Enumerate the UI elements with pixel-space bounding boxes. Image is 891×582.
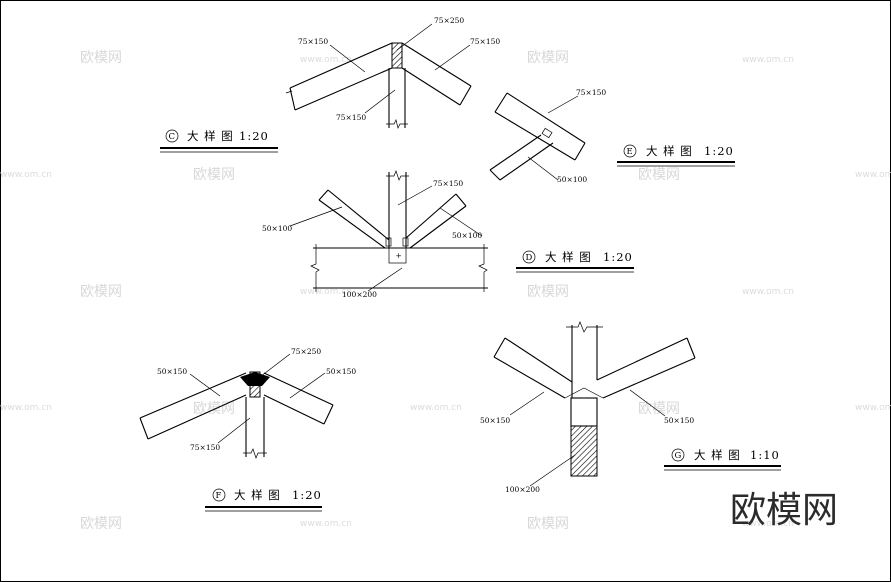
break-mark: [478, 244, 488, 292]
brace-edge: [499, 142, 554, 181]
dim-label: 75×150: [336, 113, 366, 122]
detail-scale: 1:20: [603, 250, 633, 264]
dim-label: 75×150: [576, 88, 606, 97]
joint-block: [388, 247, 407, 264]
detail-tag: F: [216, 491, 222, 501]
dim-label: 100×200: [505, 485, 540, 494]
column-section: [570, 425, 598, 477]
rafter-edge: [494, 111, 576, 161]
detail-e: 75×150 50×100 E 大 样 图 1:20: [489, 88, 735, 184]
rafter-edge: [147, 394, 247, 440]
strut-edge: [405, 193, 457, 239]
detail-title: 大 样 图: [646, 144, 693, 158]
strut-edge: [327, 189, 390, 241]
detail-f: 75×250 50×150 50×150 75×150 F 大 样 图 1:20: [139, 347, 356, 512]
break-mark: [566, 321, 603, 333]
watermark-text: 欧模网: [80, 516, 122, 532]
detail-c: 75×250 75×150 75×150 75×150 C 大 样 图 1:20: [160, 16, 500, 153]
detail-scale: 1:20: [292, 488, 322, 502]
watermark-url: www.om.cn: [300, 55, 352, 65]
rafter-edge: [401, 42, 472, 87]
detail-tag: C: [169, 132, 176, 142]
strut-edge: [409, 205, 467, 249]
detail-title: 大 样 图: [694, 448, 741, 462]
ridge-beam: [391, 42, 403, 69]
rafter-edge: [506, 92, 586, 144]
dim-label: 50×150: [326, 367, 356, 376]
ridge-beam: [249, 371, 261, 398]
watermark-url: www.om.cn: [742, 287, 794, 297]
detail-scale: 1:10: [750, 448, 780, 462]
dim-label: 50×150: [480, 416, 510, 425]
watermark-url: www.om.cn: [300, 519, 352, 529]
dim-label: 50×100: [262, 224, 292, 233]
rafter-edge: [289, 42, 393, 89]
rafter-edge: [263, 394, 325, 425]
detail-scale: 1:20: [239, 129, 269, 143]
watermark-url: www.om.cn: [0, 170, 52, 180]
rafter-end: [459, 85, 472, 106]
watermark-url: www.om.cn: [742, 519, 794, 529]
detail-title: 大 样 图: [187, 129, 234, 143]
strut-edge: [596, 337, 688, 381]
brace-edge: [489, 134, 542, 171]
watermark-text: 欧模网: [80, 284, 122, 300]
detail-tag-circle: [623, 144, 637, 158]
watermark-text: 欧模网: [527, 516, 569, 532]
detail-d: + 75×150 50×100 50×100 100×200 D 大 样 图 1…: [262, 169, 634, 299]
dim-label: 75×150: [190, 443, 220, 452]
watermark-text: 欧模网: [638, 167, 680, 183]
detail-tag-circle: [522, 250, 536, 264]
detail-tag-circle: [165, 129, 179, 143]
joint-block: [570, 397, 598, 427]
watermark-text: 欧模网: [193, 167, 235, 183]
detail-tag-circle: [212, 488, 226, 502]
break-mark: [243, 448, 267, 460]
rafter-edge: [401, 67, 461, 106]
watermark-url: www.om.cn: [300, 287, 352, 297]
detail-tag: G: [675, 451, 682, 461]
joint-block: [541, 127, 553, 139]
dim-label: 75×250: [434, 16, 464, 25]
dim-label: 75×150: [298, 37, 328, 46]
break-mark: [386, 169, 409, 181]
dim-label: 50×150: [664, 416, 694, 425]
dim-label: 75×150: [470, 37, 500, 46]
dim-label: 50×100: [557, 175, 587, 184]
watermark-url: www.om.cn: [410, 403, 462, 413]
dim-label: 100×200: [342, 290, 377, 299]
detail-g: 50×150 50×150 100×200 G 大 样 图 1:10: [480, 321, 781, 494]
watermark-text: 欧模网: [638, 401, 680, 417]
strut-edge: [493, 356, 566, 399]
watermark-text: 欧模网: [527, 284, 569, 300]
rafter-edge: [139, 372, 247, 419]
watermark-text: 欧模网: [527, 50, 569, 66]
strut-edge: [504, 337, 573, 383]
dim-label: 50×100: [452, 231, 482, 240]
detail-tag: E: [627, 147, 633, 157]
watermark-text: 欧模网: [80, 50, 122, 66]
detail-scale: 1:20: [704, 144, 734, 158]
break-mark: [310, 244, 320, 292]
watermark-url: www.om.cn: [742, 55, 794, 65]
watermark-url: www.om.cn: [855, 403, 891, 413]
watermark-url: www.om.cn: [0, 403, 52, 413]
watermark-layer: 欧模网 欧模网 欧模网 欧模网 欧模网 欧模网 欧模网 欧模网 欧模网 欧模网 …: [0, 50, 891, 532]
strut-edge: [318, 199, 386, 249]
dim-label: 50×150: [157, 367, 187, 376]
dim-label: 75×150: [433, 179, 463, 188]
break-mark: [386, 118, 408, 130]
rafter-edge: [294, 67, 393, 111]
strut-edge: [602, 357, 696, 399]
detail-title: 大 样 图: [545, 250, 592, 264]
dim-label: 75×250: [291, 347, 321, 356]
detail-tag-circle: [671, 448, 685, 462]
svg-text:+: +: [396, 251, 402, 260]
detail-tag: D: [526, 253, 533, 263]
detail-title: 大 样 图: [234, 488, 281, 502]
watermark-url: www.om.cn: [855, 170, 891, 180]
brand-logo: 欧模网: [730, 490, 838, 531]
rafter-edge: [263, 372, 334, 406]
